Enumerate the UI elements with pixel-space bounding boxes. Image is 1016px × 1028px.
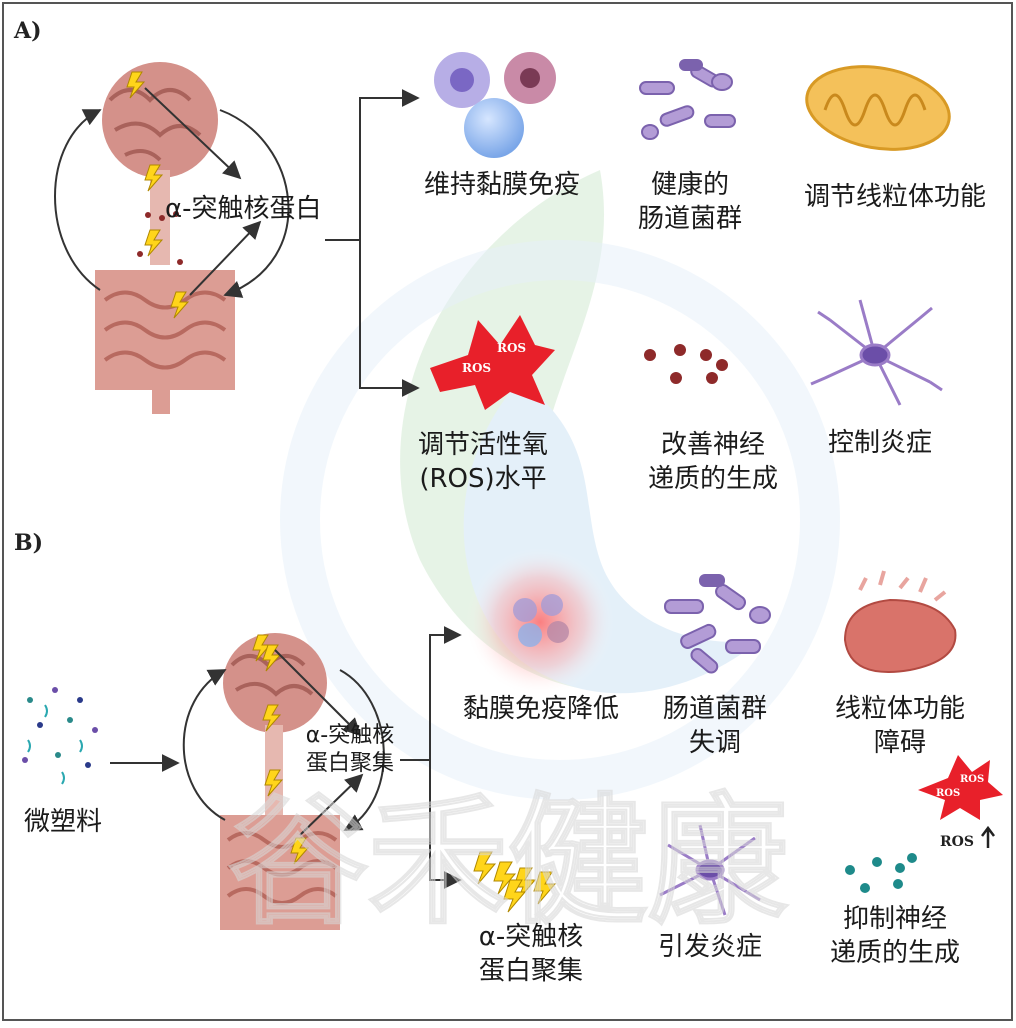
gut-to-label-arrow-b — [299, 773, 364, 836]
effect-mucosal-immunity: 维持黏膜免疫 — [423, 170, 580, 200]
microbes-icon — [639, 59, 736, 140]
brain-illustration-b — [223, 633, 327, 815]
effect-reduced-immunity: 黏膜免疫降低 — [462, 694, 619, 724]
effect-inflammation-control: 控制炎症 — [827, 428, 932, 458]
lightning-bolts-b — [252, 634, 310, 865]
reduced-immune-cells-icon — [465, 547, 615, 697]
effect-neurotransmitters: 改善神经 递质的生成 — [647, 430, 778, 494]
panel-b-tag: B) — [14, 530, 44, 556]
reduced-neurotransmitter-dots-icon — [845, 853, 917, 893]
ros-text-b: ROS — [936, 788, 960, 799]
damaged-mitochondrion-icon — [843, 570, 957, 673]
loop-arrow-left-b — [182, 669, 227, 821]
bracket-arrow-bottom — [359, 240, 420, 397]
ros-increase-label: ROS — [940, 834, 974, 850]
immune-cells-icon — [434, 52, 556, 158]
effect-mitochondria: 调节线粒体功能 — [803, 182, 986, 212]
alpha-synuclein-aggregation-label: α-突触核 蛋白聚集 — [305, 723, 395, 776]
effect-mitochondrial-dysfunction: 线粒体功能 障碍 — [834, 694, 965, 758]
bracket-arrow-top — [325, 89, 420, 241]
effect-aggregation: α-突触核 蛋白聚集 — [478, 922, 584, 986]
lightning-bolts — [126, 71, 190, 319]
ros-increase-icon: ROS ROS ROS — [918, 755, 1003, 850]
brain-illustration — [102, 62, 218, 265]
gut-illustration-b — [220, 815, 340, 930]
microplastics-icon — [22, 687, 98, 785]
brain-to-label-arrow-b — [274, 649, 362, 737]
bracket-arrow-bottom-b — [429, 760, 462, 889]
inflamed-neuron-icon — [659, 824, 761, 916]
effect-inhibit-neurotransmitters: 抑制神经 递质的生成 — [829, 904, 960, 968]
ros-star-icon: ROS ROS — [430, 315, 555, 410]
brain-to-label-arrow — [144, 87, 242, 180]
ros-text-b: ROS — [960, 774, 984, 785]
loop-arrow-right — [219, 109, 290, 298]
aggregation-bolts-icon — [473, 851, 557, 913]
watermark: 谷禾健康 — [228, 781, 788, 944]
gut-illustration — [95, 270, 235, 414]
effect-ros-regulation: 调节活性氧 (ROS)水平 — [417, 430, 548, 494]
ros-text: ROS — [497, 341, 526, 355]
alpha-synuclein-label: α-突触核蛋白 — [165, 194, 322, 224]
effect-dysbiosis: 肠道菌群 失调 — [662, 694, 767, 758]
panel-a-tag: A) — [14, 18, 42, 44]
bracket-arrow-top-b — [400, 626, 462, 761]
neurotransmitter-dots-icon — [644, 344, 728, 384]
loop-arrow-left — [54, 109, 102, 291]
ros-text: ROS — [462, 361, 491, 375]
dysbiosis-microbes-icon — [664, 574, 771, 674]
mitochondrion-icon — [805, 65, 951, 151]
gut-to-label-arrow — [189, 220, 262, 296]
neuron-icon — [810, 299, 943, 406]
alpha-synuclein-dots — [137, 211, 183, 265]
effect-healthy-microbiota: 健康的 肠道菌群 — [637, 170, 742, 234]
up-arrow-icon — [981, 825, 995, 848]
microplastics-label: 微塑料 — [23, 807, 102, 837]
effect-trigger-inflammation: 引发炎症 — [657, 932, 762, 962]
loop-arrow-right-b — [339, 669, 385, 831]
